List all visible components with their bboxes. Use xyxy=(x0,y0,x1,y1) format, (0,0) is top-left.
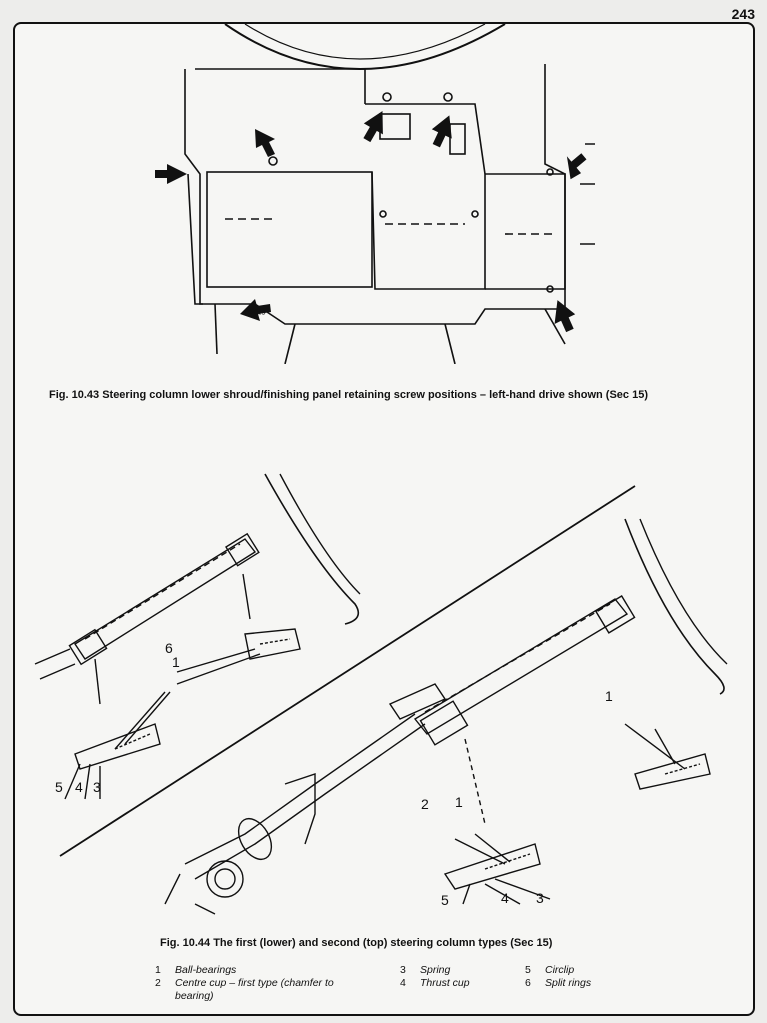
callout-5-upper: 5 xyxy=(441,892,449,908)
arrow-icon xyxy=(431,115,452,148)
arrow-icon xyxy=(554,300,576,333)
callout-3-upper: 3 xyxy=(536,890,544,906)
page-frame: H9619 Fig. 10.43 Steering column lower s… xyxy=(13,22,755,1016)
callout-3-lower: 3 xyxy=(93,779,101,795)
callout-4-lower: 4 xyxy=(75,779,83,795)
arrow-icon xyxy=(240,299,271,321)
callout-1-lower: 1 xyxy=(172,654,180,670)
arrow-icon xyxy=(155,164,187,184)
callout-2-upper: 2 xyxy=(421,796,429,812)
figure-10-44-drawing xyxy=(34,473,728,915)
arrow-icon xyxy=(566,153,587,180)
arrow-icons xyxy=(155,111,587,333)
callout-4-upper: 4 xyxy=(501,890,509,906)
drawing-reference: H9619 xyxy=(244,308,266,317)
page-number: 243 xyxy=(731,6,755,22)
figure-10-43-caption: Fig. 10.43 Steering column lower shroud/… xyxy=(49,389,649,401)
arrow-icon xyxy=(255,129,275,157)
callout-5-lower: 5 xyxy=(55,779,63,795)
callout-6-lower: 6 xyxy=(165,640,173,656)
callout-1-upper: 1 xyxy=(455,794,463,810)
legend-item: bearing) xyxy=(175,990,214,1002)
figure-10-43-drawing xyxy=(155,24,595,364)
callout-1-upper-inset: 1 xyxy=(605,688,613,704)
figure-10-44-caption: Fig. 10.44 The first (lower) and second … xyxy=(160,937,553,949)
arrow-icon xyxy=(363,111,383,143)
